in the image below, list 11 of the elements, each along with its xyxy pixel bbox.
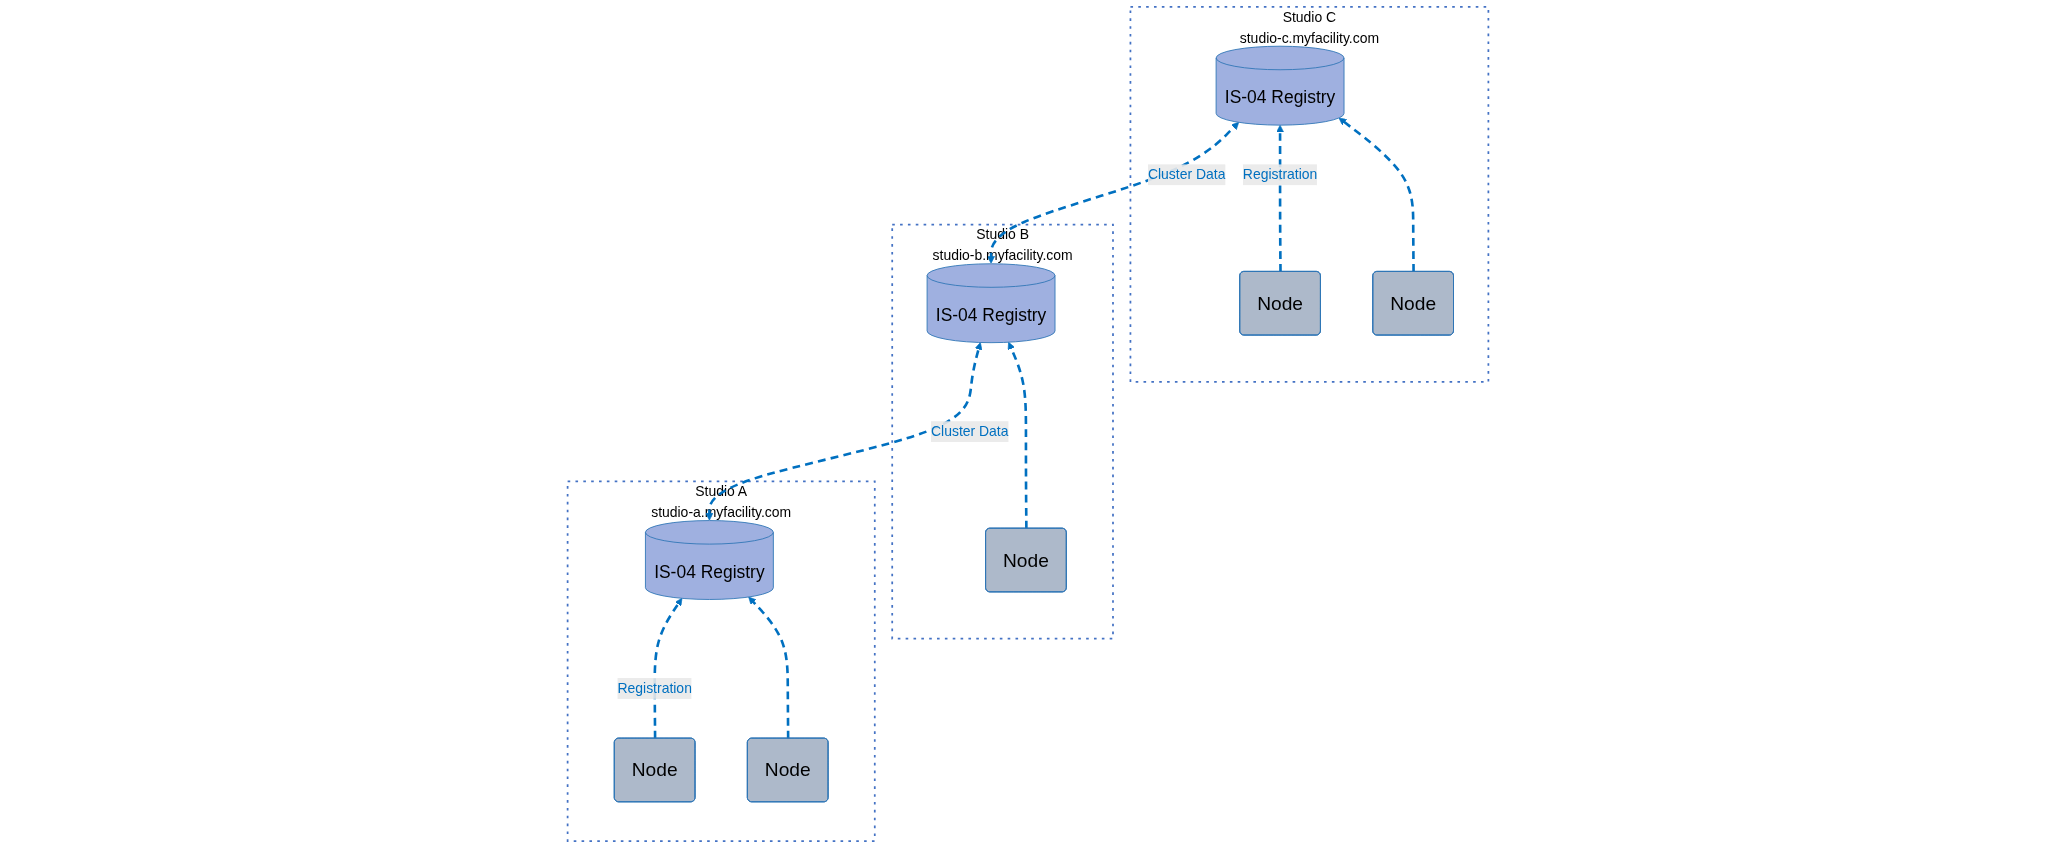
arrow (1338, 117, 1415, 272)
arrow (1276, 124, 1284, 272)
edge-label: Registration (1242, 166, 1318, 182)
arrow (748, 596, 790, 739)
arrow (1007, 341, 1028, 529)
edge-label: Cluster Data (930, 423, 1009, 439)
edge-label: Registration (617, 680, 692, 696)
arrow (987, 122, 1240, 264)
edge-label: Cluster Data (1147, 166, 1226, 182)
arrow (653, 598, 683, 739)
arrow (705, 342, 983, 521)
